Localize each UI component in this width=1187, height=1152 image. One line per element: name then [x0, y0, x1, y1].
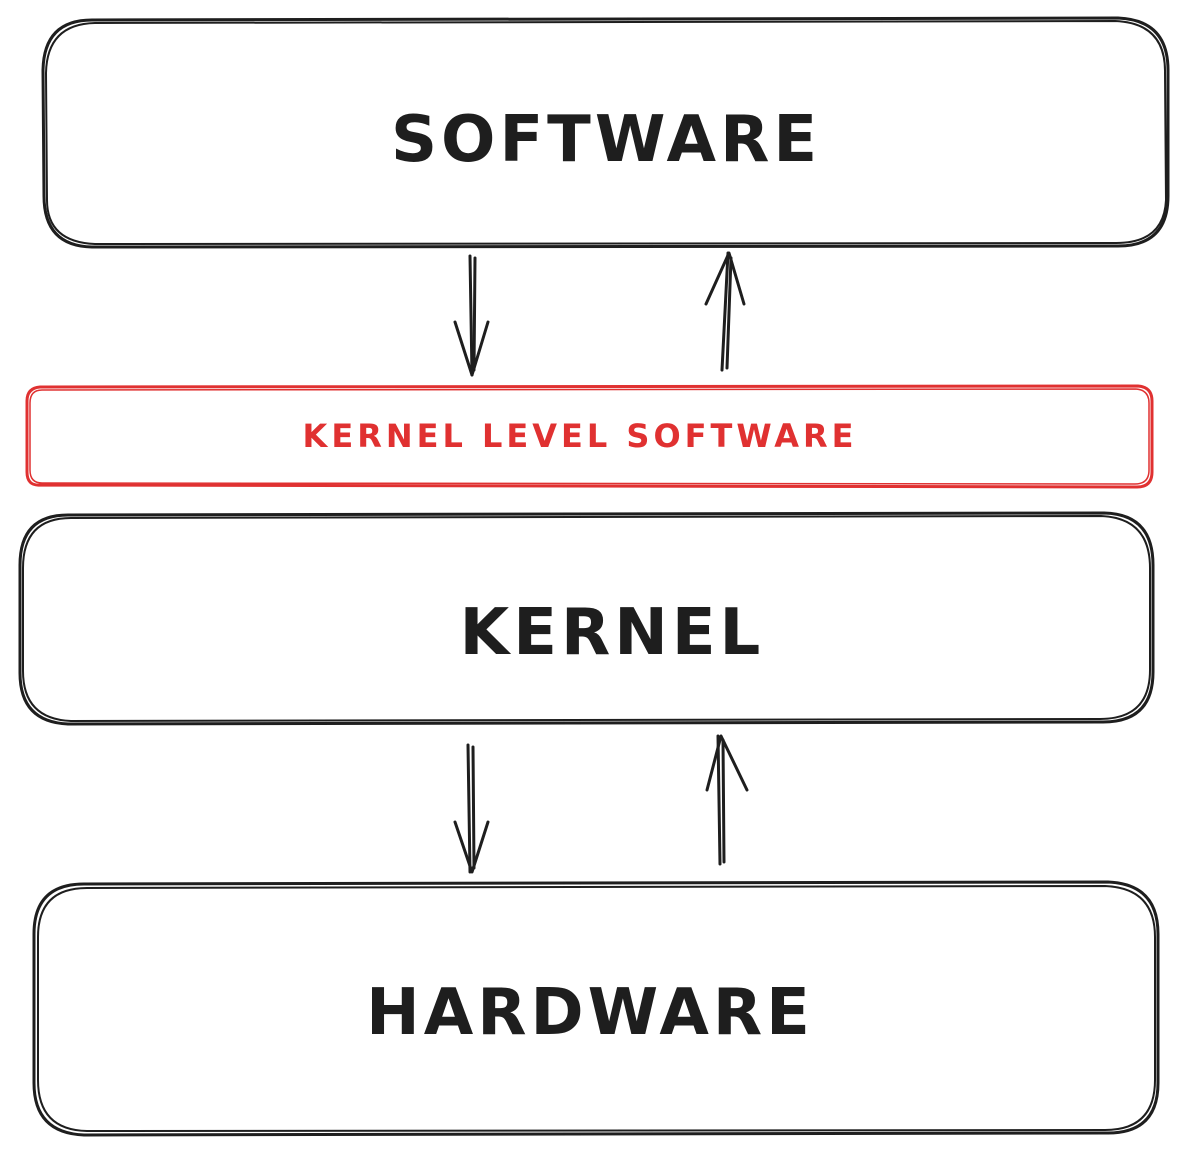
hardware-box: HARDWARE: [32, 880, 1160, 1137]
arrow-down-kernel-to-hardware: [453, 743, 490, 874]
hardware-label: HARDWARE: [366, 976, 814, 1050]
kernel-level-software-label: KERNEL LEVEL SOFTWARE: [303, 417, 858, 455]
kernel-level-software-box: KERNEL LEVEL SOFTWARE: [25, 384, 1154, 489]
arrow-up-kernel-level-to-software: [704, 251, 746, 372]
kernel-label: KERNEL: [460, 596, 765, 670]
software-label: SOFTWARE: [391, 103, 821, 177]
kernel-box: KERNEL: [18, 511, 1155, 726]
arrow-down-software-to-kernel-level: [453, 254, 490, 377]
arrow-up-hardware-to-kernel: [705, 734, 749, 866]
software-box: SOFTWARE: [41, 16, 1170, 249]
